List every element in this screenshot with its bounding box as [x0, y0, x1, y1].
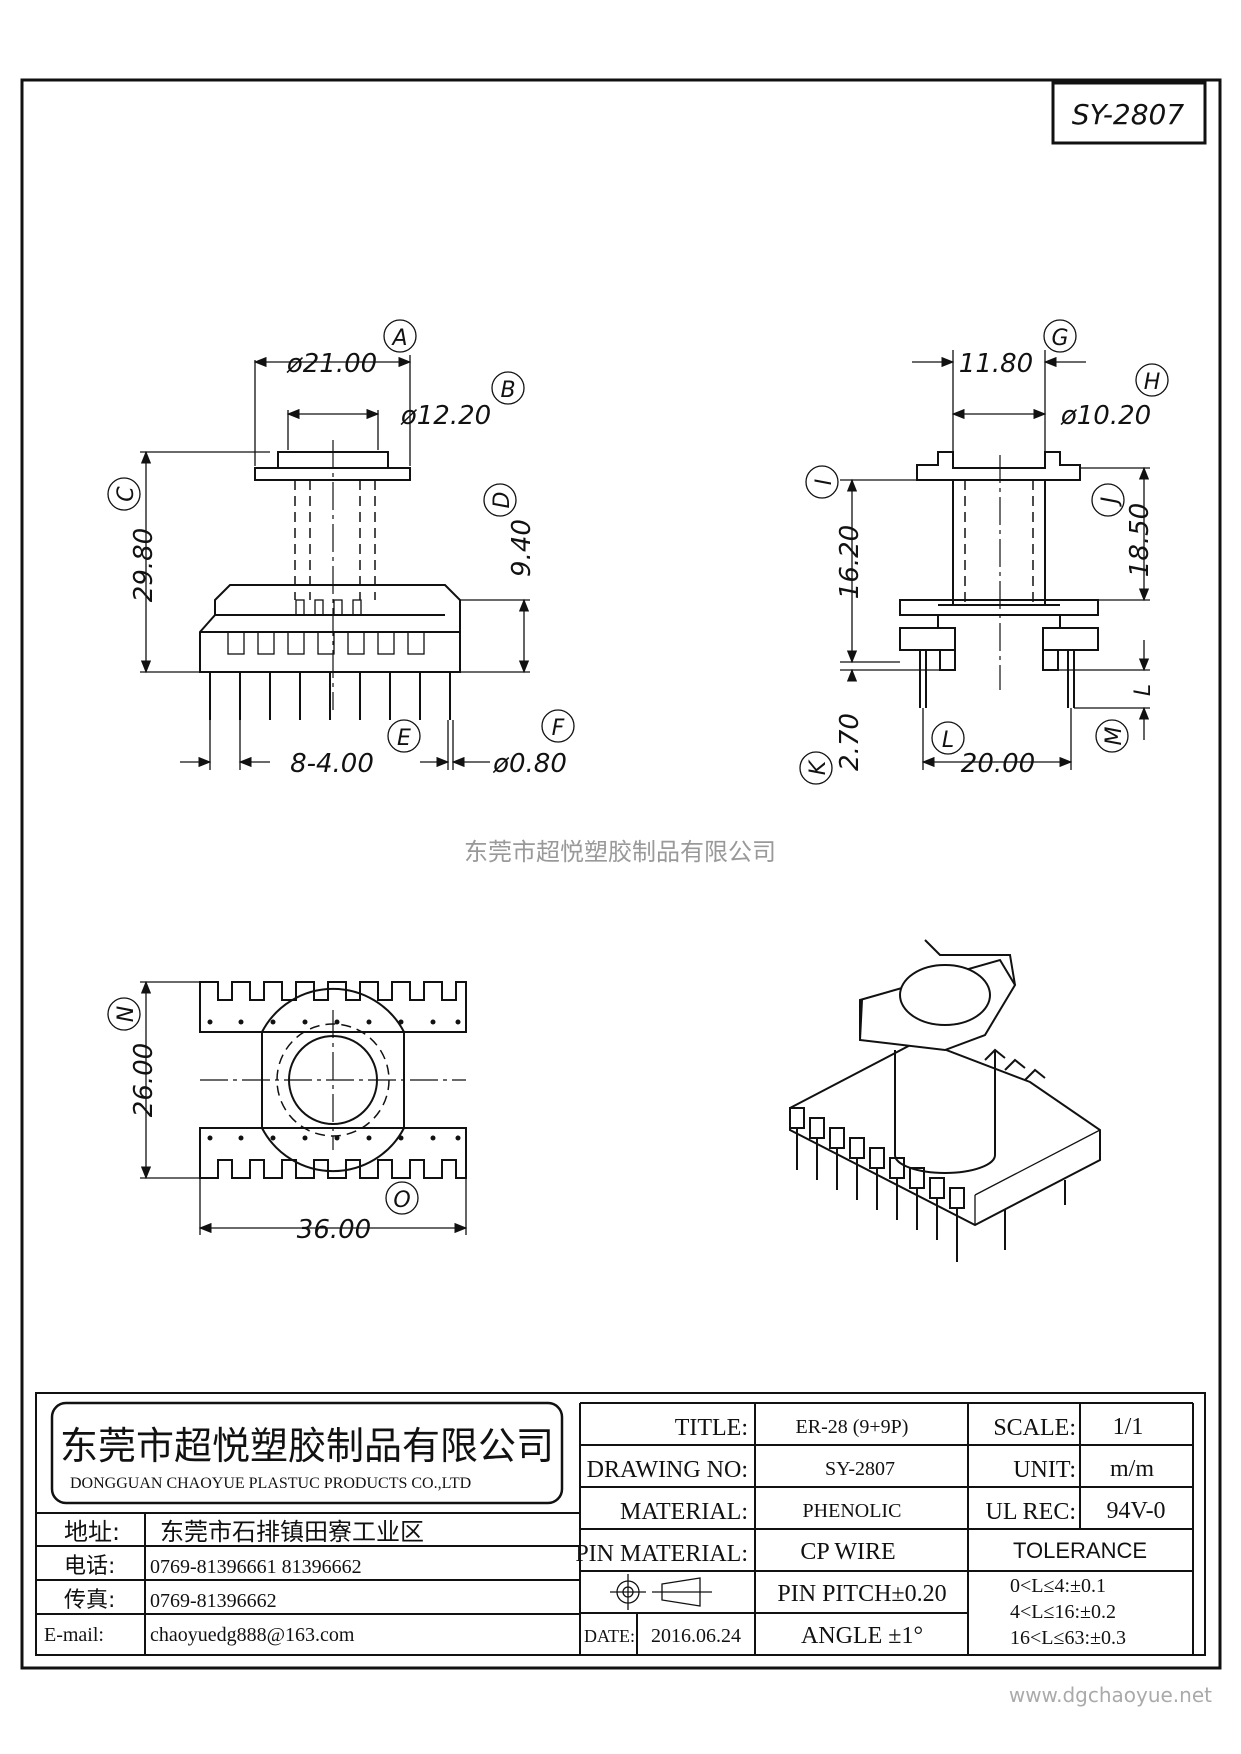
tolerance-2: 4<L≤16:±0.2: [1010, 1601, 1116, 1623]
svg-text:29.80: 29.80: [129, 528, 159, 602]
company-name-cn: 东莞市超悦塑胶制品有限公司: [60, 1424, 554, 1468]
address-label: 地址:: [64, 1518, 120, 1546]
pin-pitch: PIN PITCH±0.20: [777, 1581, 946, 1607]
pin-material-value: CP WIRE: [800, 1539, 895, 1565]
svg-text:E: E: [397, 726, 411, 751]
drawing-no-label: DRAWING NO:: [587, 1457, 748, 1483]
material-value: PHENOLIC: [803, 1500, 902, 1522]
email-value: chaoyuedg888@163.com: [150, 1624, 355, 1646]
tolerance-3: 16<L≤63:±0.3: [1010, 1627, 1126, 1649]
svg-text:ø0.80: ø0.80: [492, 749, 567, 779]
svg-text:L: L: [1131, 684, 1156, 696]
company-name-en: DONGGUAN CHAOYUE PLASTUC PRODUCTS CO.,LT…: [70, 1475, 471, 1492]
ul-value: 94V-0: [1106, 1498, 1165, 1524]
scale-label: SCALE:: [993, 1415, 1076, 1441]
drawing-no-value: SY-2807: [825, 1458, 895, 1480]
tel-label: 电话:: [64, 1554, 115, 1579]
svg-text:9.40: 9.40: [507, 519, 537, 577]
svg-text:C: C: [114, 486, 139, 502]
company-logo-box: [50, 1401, 564, 1505]
svg-text:A: A: [390, 326, 407, 351]
bottom-view-labels: N 26.00 O 36.00: [107, 997, 419, 1245]
material-label: MATERIAL:: [620, 1499, 748, 1525]
unit-value: m/m: [1110, 1456, 1154, 1482]
svg-text:O: O: [393, 1188, 410, 1213]
svg-text:8-4.00: 8-4.00: [290, 749, 374, 779]
svg-text:18.50: 18.50: [1125, 503, 1155, 577]
part-number: SY-2807: [1072, 98, 1185, 131]
svg-text:H: H: [1144, 370, 1161, 395]
drawing-frame: [20, 78, 1222, 1670]
svg-text:11.80: 11.80: [959, 349, 1033, 379]
date-value: 2016.06.24: [651, 1625, 741, 1647]
tel-value: 0769-81396661 81396662: [150, 1556, 362, 1578]
svg-text:ø10.20: ø10.20: [1060, 401, 1151, 431]
date-label: DATE:: [584, 1626, 635, 1646]
svg-text:ø21.00: ø21.00: [286, 349, 377, 379]
side-view-labels: G 11.80 H ø10.20 I 16.20 J 18.50 K 2.70 …: [799, 319, 1169, 785]
svg-text:26.00: 26.00: [129, 1043, 159, 1117]
svg-text:I: I: [812, 479, 837, 486]
svg-text:J: J: [1098, 497, 1123, 508]
title-label: TITLE:: [675, 1415, 748, 1441]
ul-label: UL REC:: [986, 1499, 1076, 1525]
tolerance-1: 0<L≤4:±0.1: [1010, 1575, 1106, 1597]
fax-value: 0769-81396662: [150, 1590, 277, 1612]
projection-symbol: [610, 1574, 712, 1610]
side-view: [840, 350, 1150, 770]
scale-value: 1/1: [1113, 1414, 1144, 1440]
angle-tolerance: ANGLE ±1°: [801, 1623, 923, 1649]
svg-text:M: M: [1102, 726, 1127, 745]
svg-text:ø12.20: ø12.20: [400, 401, 491, 431]
address-value: 东莞市石排镇田寮工业区: [160, 1518, 424, 1546]
svg-text:2.70: 2.70: [835, 713, 865, 771]
front-view-labels: A ø21.00 B ø12.20 C 29.80 D 9.40 E 8-4.0…: [107, 319, 575, 779]
title-value: ER-28 (9+9P): [796, 1416, 909, 1438]
svg-text:D: D: [490, 492, 515, 509]
title-block: 东莞市超悦塑胶制品有限公司 DONGGUAN CHAOYUE PLASTUC P…: [35, 1392, 1206, 1656]
svg-text:20.00: 20.00: [961, 749, 1035, 779]
isometric-view: [789, 939, 1101, 1262]
front-view: [140, 355, 530, 770]
fax-label: 传真:: [64, 1588, 115, 1613]
svg-text:K: K: [806, 759, 831, 775]
unit-label: UNIT:: [1013, 1457, 1076, 1483]
bottom-view: [140, 980, 468, 1235]
svg-text:36.00: 36.00: [297, 1215, 371, 1245]
footer-url: www.dgchaoyue.net: [1009, 1683, 1212, 1707]
watermark: 东莞市超悦塑胶制品有限公司: [464, 838, 776, 866]
part-number-box: [1051, 81, 1207, 145]
svg-text:N: N: [114, 1006, 139, 1022]
svg-text:L: L: [942, 728, 954, 753]
email-label: E-mail:: [44, 1624, 104, 1646]
svg-text:G: G: [1051, 326, 1068, 351]
svg-text:16.20: 16.20: [835, 525, 865, 599]
svg-text:B: B: [500, 378, 515, 403]
tolerance-label: TOLERANCE: [1013, 1538, 1147, 1563]
svg-text:F: F: [552, 716, 565, 741]
pin-material-label: PIN MATERIAL:: [575, 1541, 748, 1567]
